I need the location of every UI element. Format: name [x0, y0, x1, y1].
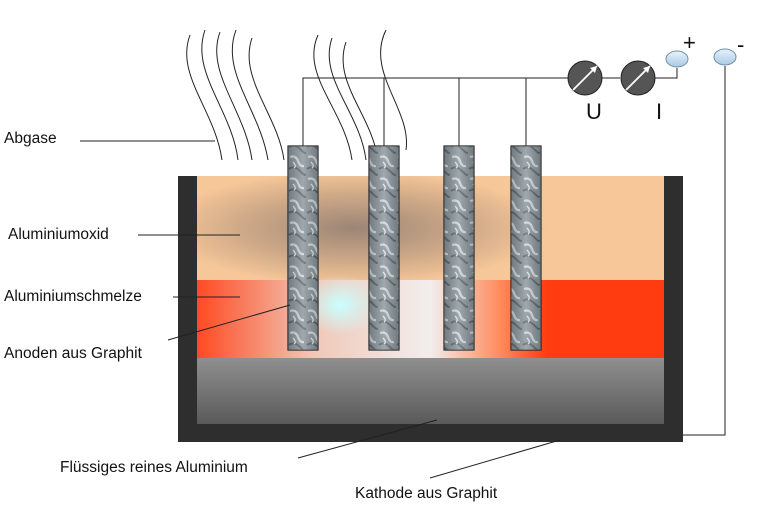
- negative-pole-label: -: [737, 32, 745, 57]
- anode: [368, 145, 400, 351]
- gas-wisp: [231, 29, 269, 161]
- label-aluminium-melt: Aluminiumschmelze: [4, 288, 142, 305]
- positive-terminal-icon: [665, 50, 689, 68]
- gas-wisp: [328, 37, 367, 161]
- leader-cathode: [429, 439, 561, 479]
- anodes: [287, 145, 542, 351]
- leader-lines: [80, 140, 561, 479]
- label-liquid-aluminium: Flüssiges reines Aluminium: [60, 459, 248, 476]
- ammeter-label: I: [656, 99, 663, 124]
- label-anodes: Anoden aus Graphit: [4, 345, 142, 362]
- cathode-lead: [683, 66, 726, 436]
- melt-glow: [300, 275, 380, 335]
- anode: [443, 145, 475, 351]
- leader-liquid-aluminium: [297, 419, 438, 459]
- gas-wisp: [216, 31, 253, 161]
- liquid-aluminium-layer: [197, 358, 664, 424]
- leader-anodes: [167, 304, 291, 341]
- cell: [178, 176, 683, 442]
- voltmeter-icon: [567, 60, 603, 96]
- busbar: [302, 77, 568, 148]
- gas-wisp: [313, 34, 353, 161]
- gas-wisp: [380, 29, 407, 151]
- label-cathode: Kathode aus Graphit: [355, 485, 498, 502]
- gas-wisp: [201, 29, 239, 161]
- anode: [287, 145, 319, 351]
- label-exhaust: Abgase: [4, 130, 57, 147]
- anode: [510, 145, 542, 351]
- wiring: [302, 66, 726, 436]
- exhaust-gas-wisps: [186, 29, 407, 161]
- ammeter-icon: [620, 60, 656, 96]
- positive-pole-label: +: [683, 30, 696, 55]
- negative-terminal-icon: [713, 48, 737, 66]
- voltmeter-label: U: [586, 99, 602, 124]
- melt-layer: [197, 280, 664, 358]
- gas-wisp: [186, 34, 223, 161]
- label-aluminium-oxide: Aluminiumoxid: [8, 226, 109, 243]
- gas-wisp: [248, 37, 285, 161]
- positive-lead: [655, 68, 678, 79]
